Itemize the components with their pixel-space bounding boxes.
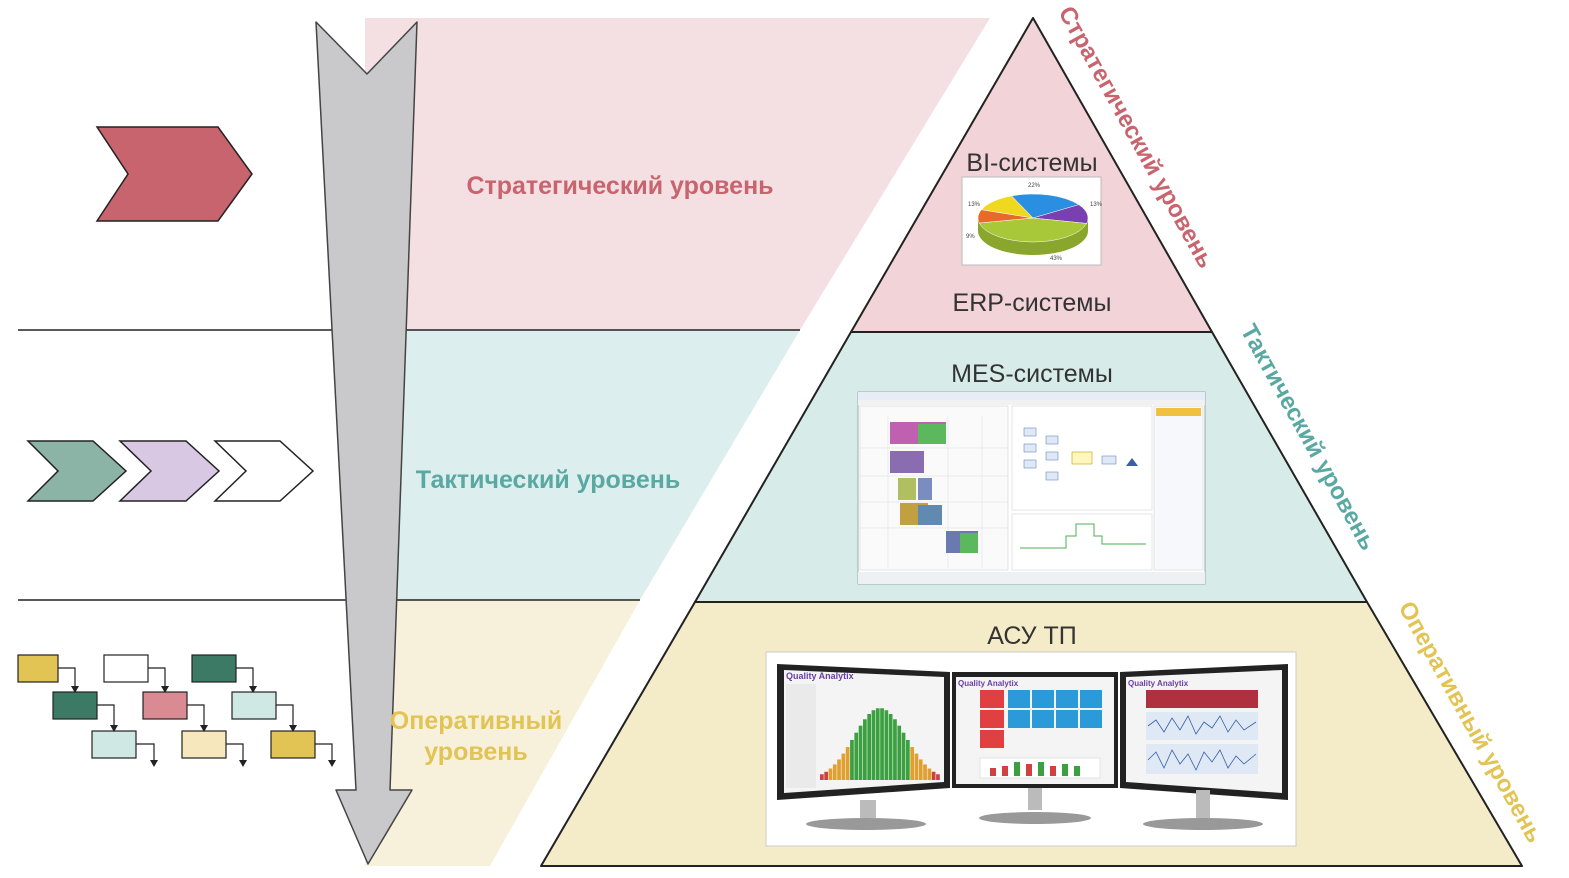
histogram-bar <box>828 768 833 780</box>
pie-slice-4 <box>980 195 1034 219</box>
histogram-bar <box>875 708 880 780</box>
band-label-operational-line2: уровень <box>424 738 528 766</box>
histogram-bar <box>884 710 889 780</box>
operational-flowchart-icon <box>17 654 316 759</box>
band-label-strategic: Стратегический уровень <box>466 172 773 200</box>
pie-label-3: 9% <box>966 234 975 240</box>
histogram-bar <box>897 725 902 780</box>
histogram-bar <box>837 759 841 780</box>
band-label-operational-line1: Оперативный <box>390 707 562 735</box>
pie-label-1: 13% <box>1090 202 1103 208</box>
histogram-bar <box>923 764 927 780</box>
histogram-bar <box>824 771 828 780</box>
flowchart-connectors <box>58 667 333 762</box>
band-operational <box>365 600 640 866</box>
histogram-bar <box>871 710 876 780</box>
downward-arrow-icon <box>315 21 418 865</box>
screen-brand-left: Quality Analytix <box>786 671 854 681</box>
scada-label: АСУ ТП <box>987 622 1076 650</box>
scada-monitors-thumbnail: Quality Analytix Quality Analytix <box>765 651 1297 847</box>
histogram-bar <box>918 759 923 780</box>
band-label-tactical: Тактический уровень <box>416 466 680 494</box>
pie-label-0: 22% <box>1028 183 1041 189</box>
histogram-bar <box>931 771 936 780</box>
bi-pie-chart-thumbnail: 22% 13% 43% 9% 13% <box>961 176 1103 266</box>
pie-slice-0 <box>1011 193 1080 219</box>
flowchart-arrowheads <box>71 686 336 767</box>
histogram-bar <box>888 713 893 780</box>
histogram-bar <box>863 719 867 780</box>
histogram-bar <box>880 708 884 780</box>
histogram-bar <box>914 753 919 780</box>
mes-screenshot-thumbnail <box>857 391 1206 585</box>
histogram-bar <box>867 713 871 780</box>
mes-systems-label: MES-системы <box>951 360 1113 388</box>
histogram-bar <box>850 739 854 780</box>
histogram-bar <box>820 774 824 780</box>
chevron-tactical-1-icon <box>26 440 128 502</box>
histogram-bar <box>901 732 906 780</box>
screen-brand-middle: Quality Analytix <box>958 679 1019 688</box>
histogram-bar <box>854 732 859 780</box>
pie-label-2: 43% <box>1050 256 1063 262</box>
chevron-tactical-2-icon <box>118 440 221 502</box>
histogram-bar <box>910 747 914 780</box>
pie-label-4: 13% <box>968 202 981 208</box>
histogram-bar <box>832 764 837 780</box>
pie-slices <box>977 193 1089 243</box>
chevron-tactical-3-icon <box>213 440 315 502</box>
chevron-strategic-icon <box>95 126 253 222</box>
histogram-bar <box>845 747 850 780</box>
histogram-bars <box>820 708 940 780</box>
histogram-bar <box>858 725 863 780</box>
histogram-bar <box>927 768 932 780</box>
screen-brand-right: Quality Analytix <box>1128 679 1189 688</box>
erp-systems-label: ERP-системы <box>953 289 1112 317</box>
histogram-bar <box>893 719 897 780</box>
band-strategic <box>365 18 990 330</box>
histogram-bar <box>906 739 910 780</box>
histogram-bar <box>841 753 846 780</box>
histogram-bar <box>936 774 940 780</box>
pie-slice-2 <box>978 217 1087 243</box>
bi-systems-label: BI-системы <box>966 149 1097 177</box>
band-tactical <box>365 330 800 600</box>
